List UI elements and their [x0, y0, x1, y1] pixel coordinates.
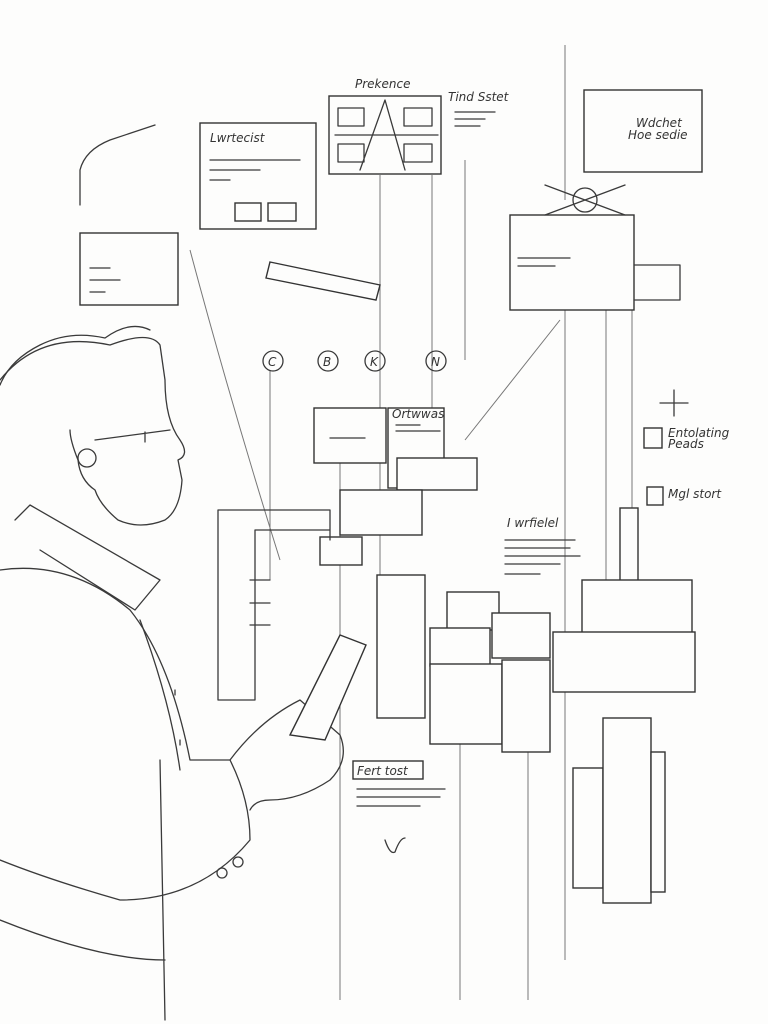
svg-text:N: N: [431, 355, 440, 369]
svg-text:Ortwwas: Ortwwas: [392, 407, 444, 421]
circle-icons: C B K N: [262, 350, 447, 372]
3d-boxes: [376, 507, 696, 904]
svg-text:Hoe sedie: Hoe sedie: [628, 128, 688, 142]
svg-text:Tind Sstet: Tind Sstet: [448, 90, 510, 104]
svg-text:Lwrtecist: Lwrtecist: [210, 131, 266, 145]
svg-text:Peads: Peads: [668, 437, 704, 451]
middle-cards: Ortwwas: [217, 407, 478, 701]
svg-text:Fert tost: Fert tost: [357, 764, 409, 778]
svg-text:K: K: [370, 355, 379, 369]
rolled-paper: [265, 261, 381, 301]
heart-icon: [384, 837, 406, 854]
svg-text:Wdchet: Wdchet: [636, 116, 683, 130]
svg-text:B: B: [323, 355, 331, 369]
svg-text:Prekence: Prekence: [355, 77, 410, 91]
panel-prekence: Prekence Tind Sstet: [328, 77, 510, 175]
svg-text:Entolating: Entolating: [668, 426, 730, 440]
panel-machine: [509, 184, 681, 311]
panel-lwrtecist: Lwrtecist: [199, 122, 317, 230]
svg-text:I wrfielel: I wrfielel: [507, 516, 559, 530]
svg-text:C: C: [268, 355, 277, 369]
panel-wdchet: Wdchet Hoe sedie: [583, 89, 703, 173]
svg-text:Mgl stort: Mgl stort: [668, 487, 722, 501]
note-fert-tost: Fert tost: [352, 760, 446, 854]
person-figure: [0, 325, 367, 1021]
panel-left-small: [79, 124, 179, 306]
right-notes: Entolating Peads Mgl stort I wrfielel: [504, 389, 730, 575]
